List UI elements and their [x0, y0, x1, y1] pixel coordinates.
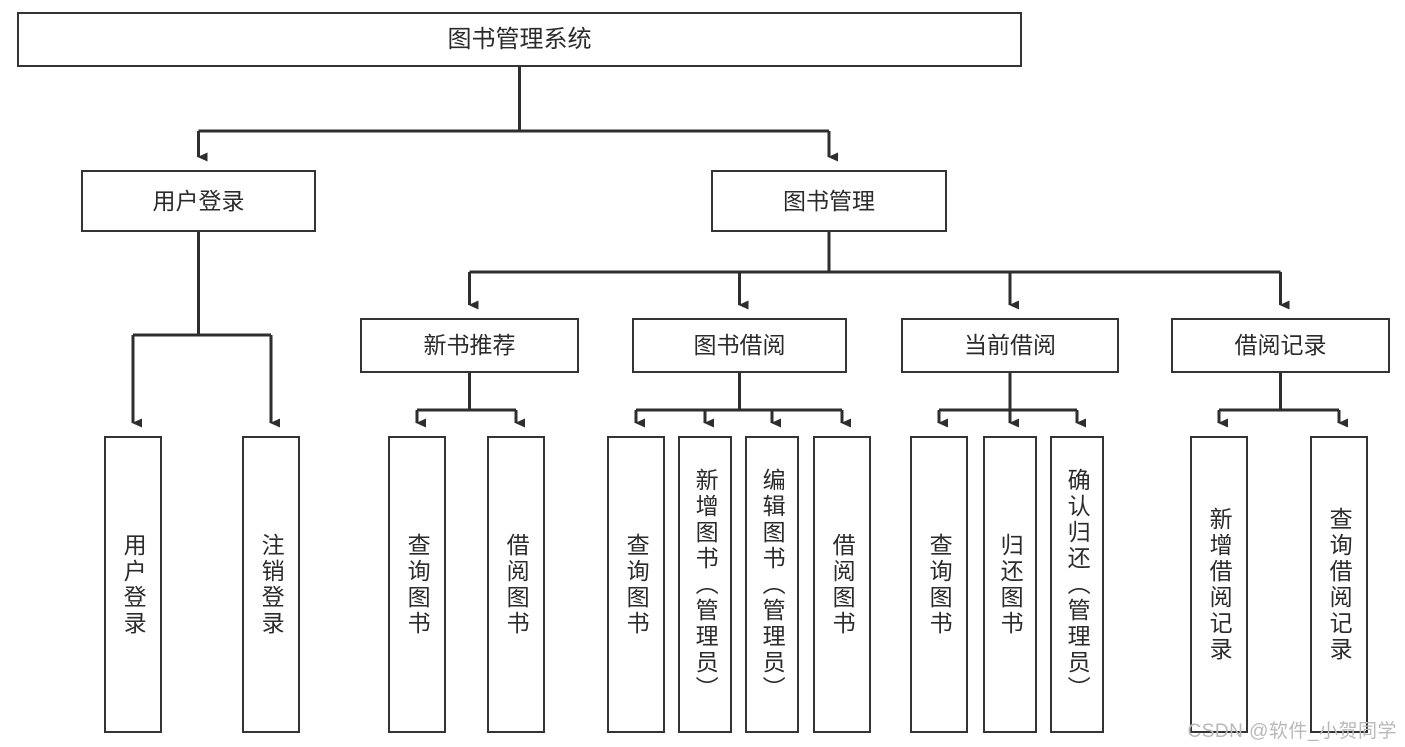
node-leaf-borrow-book-2[interactable]: 借阅图书: [813, 436, 871, 733]
node-root-system[interactable]: 图书管理系统: [17, 12, 1022, 67]
node-label: 查询图书: [623, 532, 650, 637]
node-label: 用户登录: [120, 532, 147, 637]
node-book-borrow[interactable]: 图书借阅: [632, 318, 847, 373]
node-new-book-recommend[interactable]: 新书推荐: [360, 318, 579, 373]
node-leaf-query-book-2[interactable]: 查询图书: [607, 436, 665, 733]
node-leaf-return-book[interactable]: 归还图书: [983, 436, 1037, 733]
node-label: 借阅图书: [503, 532, 530, 637]
node-label: 新书推荐: [423, 332, 516, 359]
node-label: 新增借阅记录: [1206, 506, 1233, 663]
node-leaf-add-borrow-record[interactable]: 新增借阅记录: [1190, 436, 1248, 733]
node-leaf-query-book-3[interactable]: 查询图书: [910, 436, 968, 733]
node-label: 借阅记录: [1234, 332, 1327, 359]
node-label: 借阅图书: [829, 532, 856, 637]
node-leaf-user-login[interactable]: 用户登录: [104, 436, 162, 733]
node-leaf-user-logout[interactable]: 注销登录: [242, 436, 300, 733]
node-label: 用户登录: [152, 187, 245, 214]
node-label: 图书管理: [783, 187, 875, 214]
node-current-borrow[interactable]: 当前借阅: [901, 318, 1119, 373]
node-label: 查询借阅记录: [1326, 506, 1353, 663]
node-user-login[interactable]: 用户登录: [81, 170, 316, 232]
node-label: 编辑图书（管理员）: [759, 467, 786, 702]
node-label: 图书借阅: [693, 332, 786, 359]
node-leaf-query-borrow-record[interactable]: 查询借阅记录: [1310, 436, 1368, 733]
node-leaf-query-book-1[interactable]: 查询图书: [388, 436, 446, 733]
node-borrow-record[interactable]: 借阅记录: [1171, 318, 1390, 373]
node-label: 注销登录: [258, 532, 285, 637]
node-leaf-confirm-return-admin[interactable]: 确认归还（管理员）: [1050, 436, 1104, 733]
node-label: 当前借阅: [964, 332, 1056, 359]
node-label: 新增图书（管理员）: [692, 467, 719, 702]
node-leaf-edit-book-admin[interactable]: 编辑图书（管理员）: [745, 436, 799, 733]
node-leaf-add-book-admin[interactable]: 新增图书（管理员）: [678, 436, 732, 733]
node-book-manage[interactable]: 图书管理: [711, 170, 947, 232]
node-label: 查询图书: [404, 532, 431, 637]
watermark-text: CSDN @软件_小贺同学: [1187, 721, 1397, 742]
node-leaf-borrow-book-1[interactable]: 借阅图书: [487, 436, 545, 733]
node-label: 图书管理系统: [447, 25, 592, 53]
node-label: 确认归还（管理员）: [1064, 467, 1091, 702]
node-label: 归还图书: [997, 532, 1024, 637]
node-label: 查询图书: [926, 532, 953, 637]
